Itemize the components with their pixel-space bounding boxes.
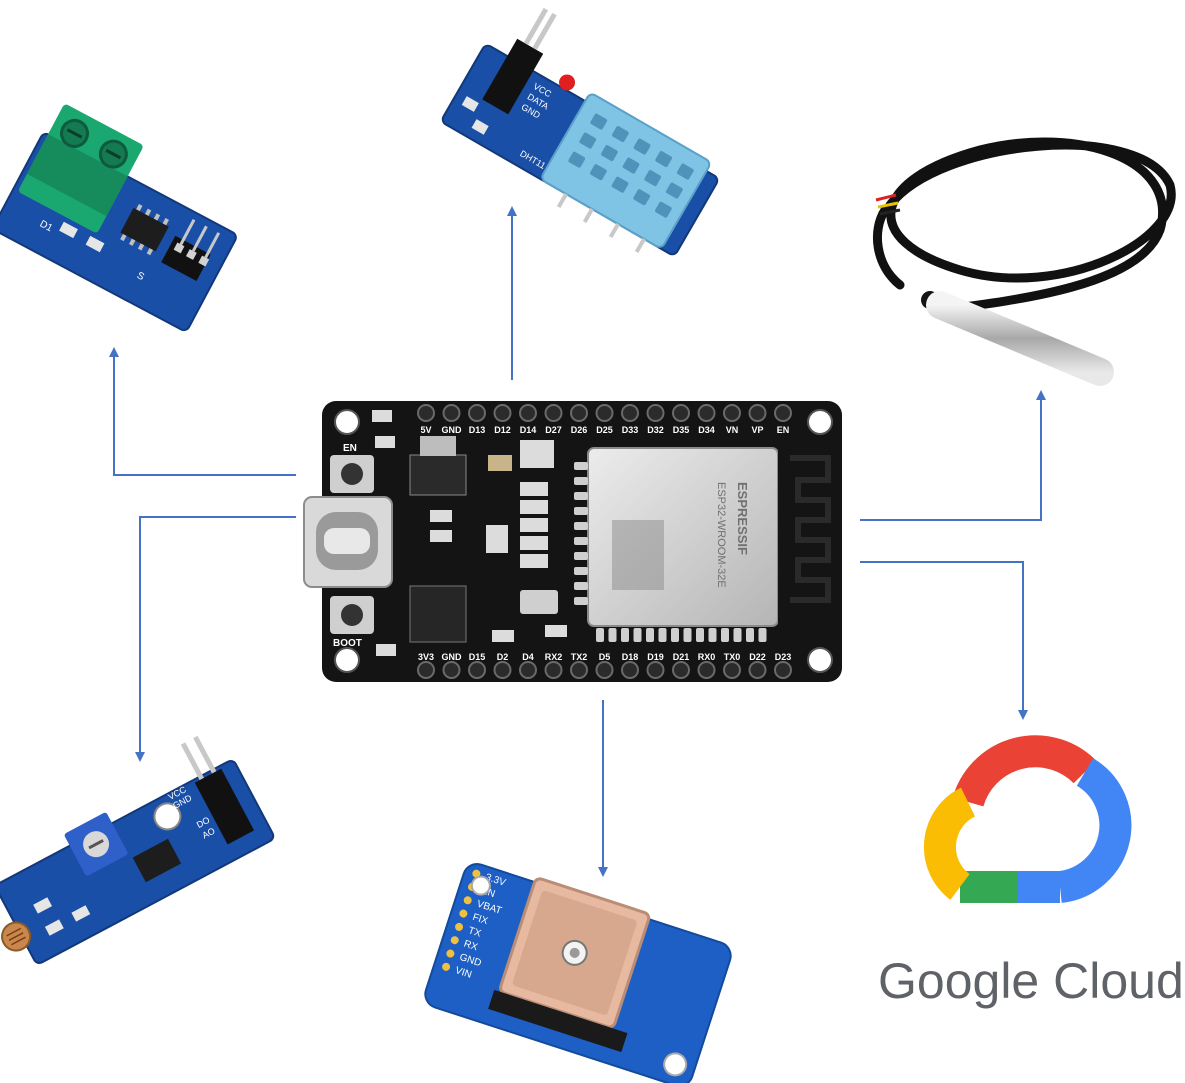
temperature-probe-icon bbox=[872, 137, 1176, 386]
bottom-pin-hole bbox=[723, 661, 741, 679]
connector-arrows bbox=[109, 206, 1046, 877]
bottom-pin-hole bbox=[621, 661, 639, 679]
gps-pin-label: FIX bbox=[471, 912, 490, 927]
top-pin-hole bbox=[774, 404, 792, 422]
top-pin-label: D13 bbox=[469, 425, 486, 435]
arrow-to-light-sensor bbox=[135, 516, 296, 762]
top-pin-label: D34 bbox=[698, 425, 715, 435]
bottom-pin-hole bbox=[519, 661, 537, 679]
top-pin-label: 5V bbox=[420, 425, 431, 435]
bottom-pin-hole bbox=[442, 661, 461, 679]
bottom-pin-hole bbox=[646, 661, 665, 679]
top-pin-hole bbox=[417, 404, 435, 422]
bottom-pin-label: D23 bbox=[775, 652, 792, 662]
bottom-pin-label: D22 bbox=[749, 652, 766, 662]
top-pin-hole bbox=[646, 404, 665, 422]
bottom-pin-label: D4 bbox=[522, 652, 534, 662]
bottom-pin-hole bbox=[570, 661, 588, 679]
bottom-pin-label: RX0 bbox=[698, 652, 716, 662]
top-pin-hole bbox=[570, 404, 588, 422]
top-pin-hole bbox=[595, 404, 614, 422]
module-model: ESP32-WROOM-32E bbox=[715, 482, 727, 588]
top-pin-label: D14 bbox=[520, 425, 537, 435]
bottom-pin-hole bbox=[417, 661, 435, 679]
top-pin-hole bbox=[697, 404, 716, 422]
arrow-to-current-sensor bbox=[109, 347, 296, 476]
gps-pin-pad bbox=[455, 922, 464, 931]
bottom-pin-label: GND bbox=[442, 652, 463, 662]
top-pin-hole bbox=[519, 404, 537, 422]
top-pin-hole bbox=[621, 404, 639, 422]
gps-pin-pad bbox=[450, 936, 459, 945]
gps-pin-label: TX bbox=[467, 925, 483, 940]
top-pin-hole bbox=[723, 404, 741, 422]
gps-pin-label: VIN bbox=[454, 965, 473, 981]
bottom-pin-hole bbox=[774, 661, 792, 679]
top-pin-label: VN bbox=[726, 425, 739, 435]
esp32-top-pin-labels: 5V GND D13 D12 D14 D27 D26 D25 D33 D32 D35 D34 VN VP E… bbox=[420, 425, 789, 435]
bottom-pin-label: D21 bbox=[673, 652, 690, 662]
boot-button-label: BOOT bbox=[333, 638, 362, 649]
top-pin-label: D25 bbox=[596, 425, 613, 435]
gps-pin-label: RX bbox=[462, 939, 479, 954]
gps-pin-pad bbox=[442, 962, 451, 971]
current-sensor-label-s: S bbox=[135, 270, 146, 283]
current-sensor-label-d1: D1 bbox=[38, 219, 55, 235]
top-pin-label: D32 bbox=[647, 425, 664, 435]
bottom-pin-hole bbox=[468, 661, 486, 679]
bottom-pin-hole bbox=[544, 661, 563, 679]
esp32-bottom-pin-labels: 3V3 GND D15 D2 D4 RX2 TX2 D5 D18 D19 D21 RX0 TX0 D22 D… bbox=[418, 652, 791, 662]
bottom-pin-label: D18 bbox=[622, 652, 639, 662]
gps-pin-pad bbox=[446, 949, 455, 958]
top-pin-hole bbox=[442, 404, 461, 422]
bottom-pin-hole bbox=[595, 661, 614, 679]
en-button-label: EN bbox=[343, 443, 357, 454]
module-brand: ESPRESSIF bbox=[735, 482, 750, 555]
bottom-pin-hole bbox=[748, 661, 767, 679]
bottom-pin-hole bbox=[697, 661, 716, 679]
esp32-board-icon: 5V GND D13 D12 D14 D27 D26 D25 D33 D32 D35 D34 VN VP E… bbox=[303, 401, 842, 682]
top-pin-label: D35 bbox=[673, 425, 690, 435]
top-pin-label: VP bbox=[751, 425, 763, 435]
bottom-pin-label: TX0 bbox=[724, 652, 741, 662]
current-sensor-icon: D1 S bbox=[0, 104, 237, 332]
bottom-pin-label: D19 bbox=[647, 652, 664, 662]
top-pin-hole bbox=[493, 404, 512, 422]
top-pin-label: D12 bbox=[494, 425, 511, 435]
top-pin-label: GND bbox=[442, 425, 463, 435]
bottom-pin-label: TX2 bbox=[571, 652, 588, 662]
gps-pin-pad bbox=[463, 896, 472, 905]
arrow-to-temperature-probe bbox=[860, 390, 1046, 521]
top-pin-label: D27 bbox=[545, 425, 562, 435]
arrow-to-google-cloud bbox=[860, 561, 1028, 720]
bottom-pin-label: 3V3 bbox=[418, 652, 434, 662]
light-sensor-icon: VCC GND DO AO bbox=[0, 735, 275, 964]
top-pin-label: D26 bbox=[571, 425, 588, 435]
bottom-pin-label: D15 bbox=[469, 652, 486, 662]
bottom-pin-hole bbox=[672, 661, 690, 679]
bottom-pin-hole bbox=[493, 661, 512, 679]
top-pin-label: D33 bbox=[622, 425, 639, 435]
dht11-sensor-icon: VCC DATA GND DHT11 bbox=[441, 7, 719, 256]
bottom-pin-label: D5 bbox=[599, 652, 611, 662]
bottom-pin-label: RX2 bbox=[545, 652, 563, 662]
top-pin-hole bbox=[468, 404, 486, 422]
top-pin-hole bbox=[748, 404, 767, 422]
gps-pin-pad bbox=[472, 869, 481, 878]
bottom-pin-label: D2 bbox=[497, 652, 509, 662]
top-pin-label: EN bbox=[777, 425, 790, 435]
top-pin-hole bbox=[544, 404, 563, 422]
top-pin-hole bbox=[672, 404, 690, 422]
gps-pin-pad bbox=[459, 909, 468, 918]
google-cloud-icon bbox=[923, 735, 1132, 903]
google-cloud-wordmark: Google Cloud bbox=[878, 953, 1184, 1009]
